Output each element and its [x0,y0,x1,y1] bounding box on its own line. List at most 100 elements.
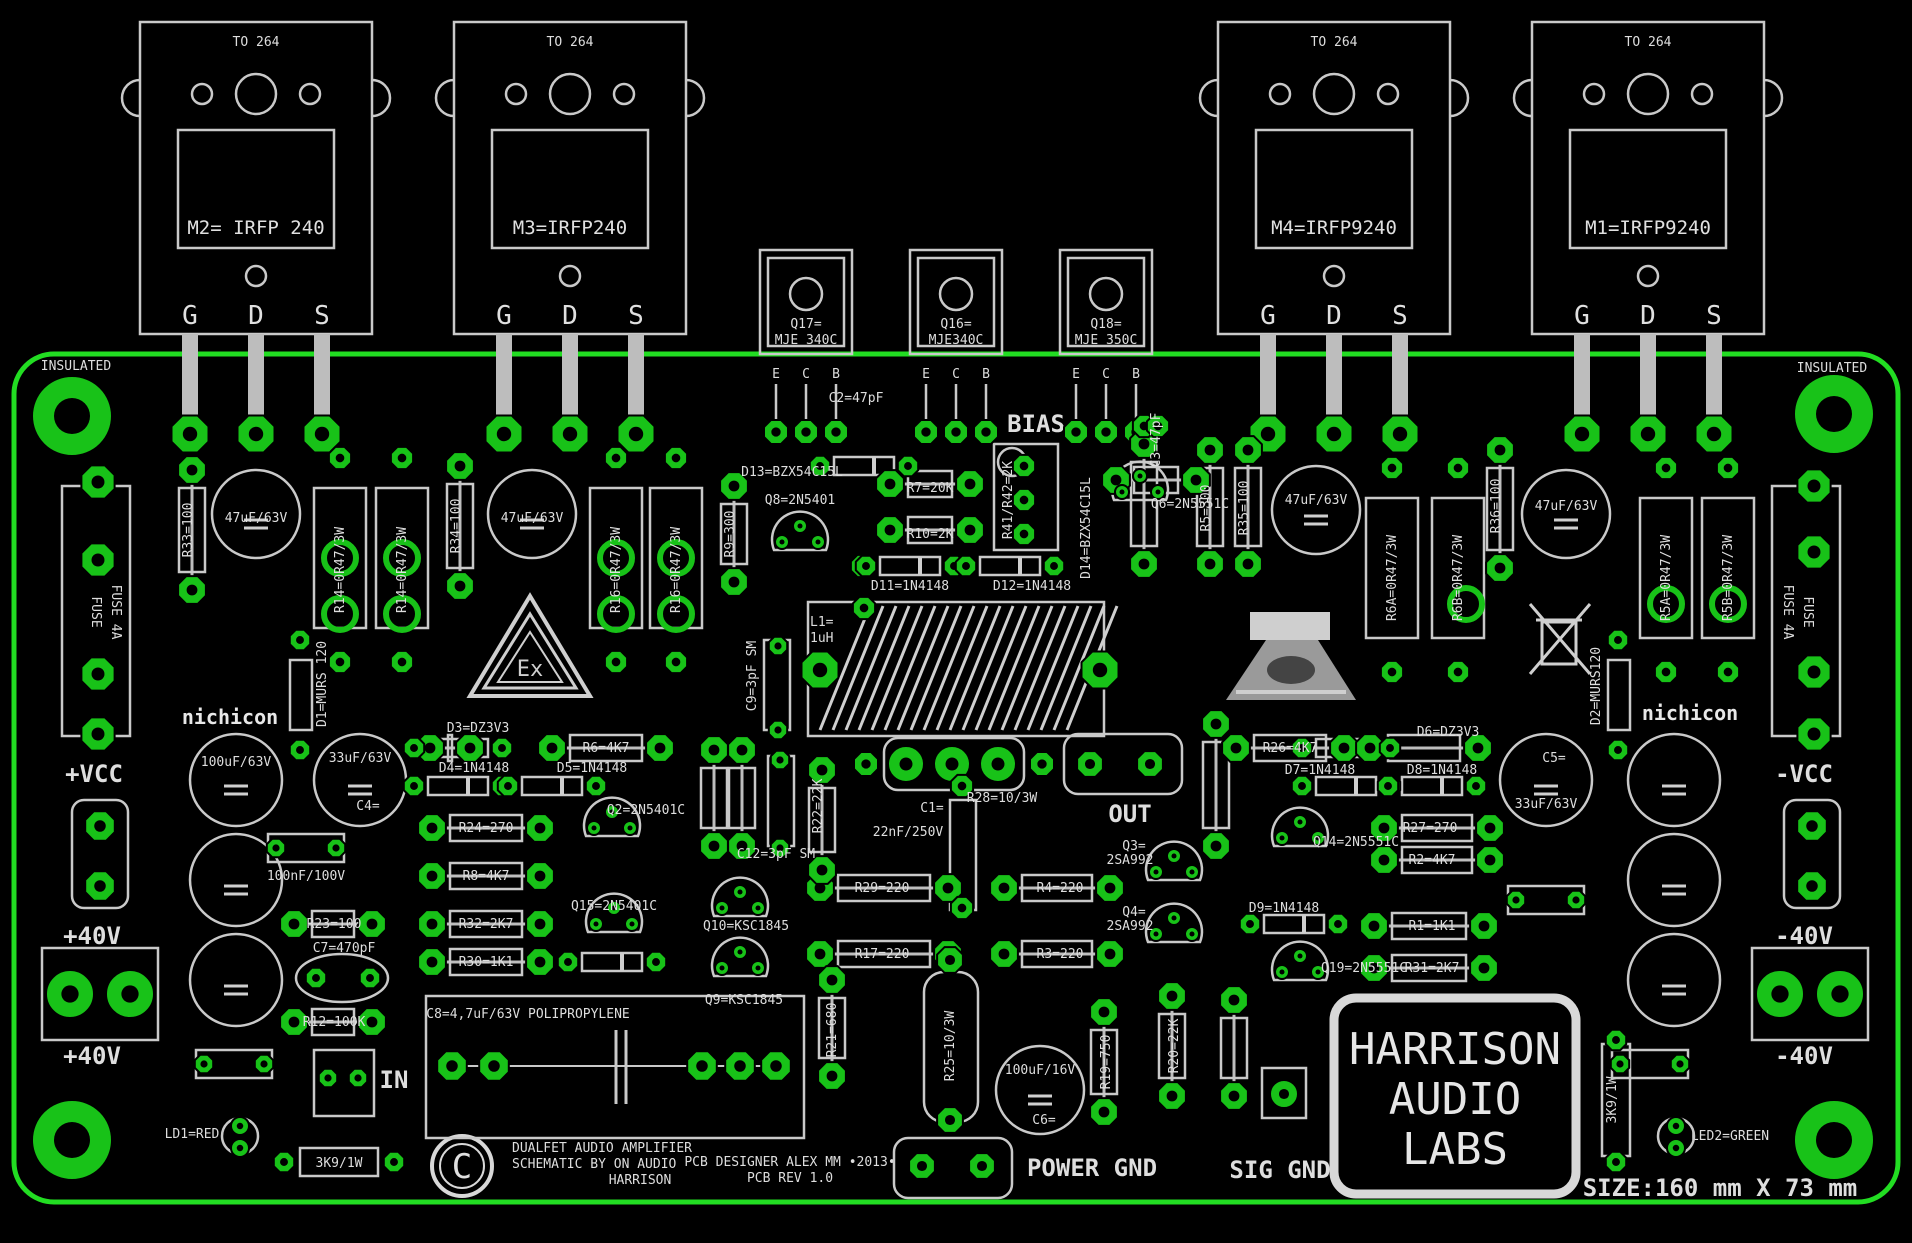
l1-value: 1uH [810,631,833,646]
pad-hole [426,822,438,834]
part-label: D2=MURS120 [1589,647,1604,725]
pad-hole [1334,920,1342,928]
coil-turn [1026,605,1080,731]
pin-c: C [952,367,960,382]
fuse-label: FUSE [88,596,103,627]
pad-hole [719,965,725,971]
resistor-body [448,813,524,843]
part-label: R41/R42=2K [1001,461,1016,539]
pad-hole [755,965,761,971]
pad-hole [1368,962,1380,974]
pad-hole [288,1016,300,1028]
pad-hole [611,453,621,463]
part-label: C12=3pF SM [737,847,815,862]
pad-hole [816,864,828,876]
pin-b: B [982,367,990,382]
capacitor-outline [188,832,284,928]
part-label: R29=220 [855,881,910,896]
pin-s: S [1392,301,1408,331]
power-gnd-label: POWER GND [1027,1154,1157,1182]
pad-hole [671,453,681,463]
v40-neg-label-bottom: -40V [1775,1042,1833,1070]
pad-hole [774,642,782,650]
pad-hole [1298,782,1306,790]
pad-hole [1101,427,1111,437]
pad-hole [776,756,784,764]
pad-hole [534,822,546,834]
pad-hole [728,480,740,492]
credit-line-2: SCHEMATIC BY ON AUDIO [512,1157,677,1172]
pad-hole [335,657,345,667]
pad-hole [1084,758,1096,770]
pad-hole [1771,985,1789,1003]
part-label: R2=4K7 [1409,853,1456,868]
resistor-body [1233,466,1263,548]
pad-hole [1484,854,1496,866]
pad-hole [1246,920,1254,928]
pad-hole [976,1160,988,1172]
resistor-body [1201,740,1231,830]
pad-hole [200,1060,208,1068]
pad-hole [1260,426,1276,442]
part-label: C6= [1032,1113,1056,1128]
svg-text:Ex: Ex [517,657,544,682]
pad-hole [591,825,597,831]
pad-hole [1831,985,1849,1003]
pad-hole [564,958,572,966]
pad-hole [1230,742,1242,754]
part-label: C5= [1542,751,1566,766]
pad-hole [1723,463,1733,473]
pad-hole [734,1060,746,1072]
part-label: C1= [920,801,944,816]
pad-hole [335,453,345,463]
capacitor-outline [188,932,284,1028]
pad-hole [1387,463,1397,473]
vcc-neg-label: -VCC [1775,760,1833,788]
pad-hole [1364,742,1376,754]
pad-hole [944,1114,956,1126]
part-label: D7=1N4148 [1285,763,1355,778]
part-label: R16=0R47/3W [669,527,684,613]
pad-hole [1723,667,1733,677]
driver-type: MJE 340C [775,333,838,348]
pad-hole [629,921,635,927]
driver-type: MJE 350C [1075,333,1138,348]
pad-hole [410,782,418,790]
coil-turn [935,605,989,731]
part-label: R23=100 [307,917,362,932]
pad-hole [1153,931,1159,937]
part-label: 100uF/16V [1005,1063,1076,1078]
part-label: Q9=KSC1845 [705,993,783,1008]
transistor-outline [1270,806,1330,848]
driver-q17: Q17= MJE 340C E C B [758,248,854,426]
coil-turn [870,605,924,731]
resistor-body [719,502,749,566]
part-label: R17=220 [855,947,910,962]
pad-hole [1190,474,1202,486]
resistor-body [1485,466,1515,552]
part-label: D9=1N4148 [1249,901,1319,916]
resistor-body [310,909,356,939]
pad-hole [1806,820,1818,832]
part-label: D1=MURS 120 [315,641,330,727]
driver-q16: Q16= MJE340C E C B [908,248,1004,426]
part-label: C2=47pF [829,391,884,406]
pad-hole [964,478,976,490]
pad-hole [826,1070,838,1082]
part-label: D13=BZX54C15L [741,465,843,480]
pin-e: E [922,367,930,382]
pad-hole [884,478,896,490]
coil-turn [883,605,937,731]
pad-hole [801,427,811,437]
r-3k9-left: 3K9/1W [316,1156,363,1171]
pad-hole [1378,854,1390,866]
part-label: R32=2K7 [459,917,514,932]
pad-hole [1092,662,1108,678]
pad-hole [1614,746,1622,754]
pad-hole [366,918,378,930]
connector-outline [1782,798,1842,910]
mount-hole-bottom-right [1793,1099,1875,1181]
part-label: Q3= [1122,839,1146,854]
part-label: Q14=2N5551C [1313,835,1399,850]
pad-hole [1204,558,1216,570]
